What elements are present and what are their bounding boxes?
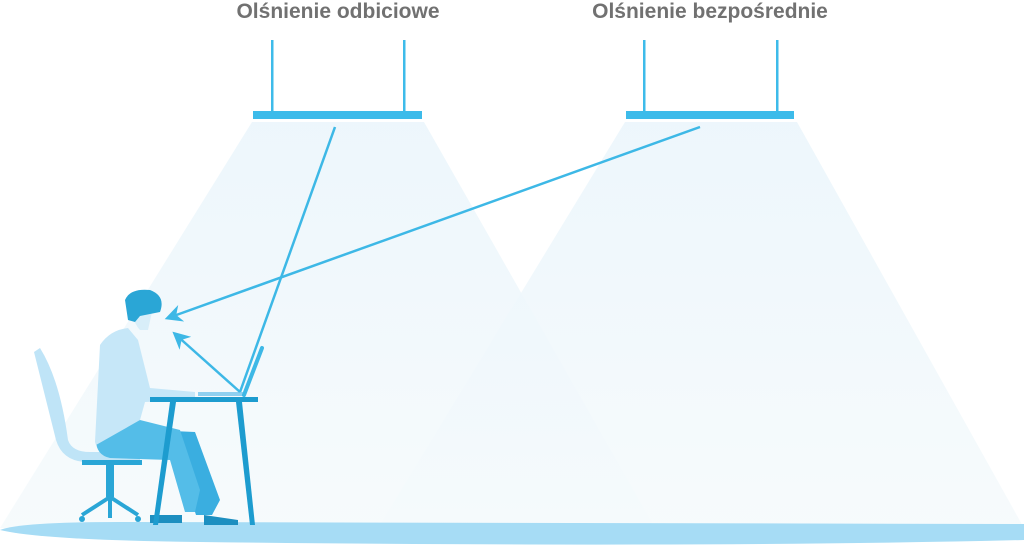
lamp-left (253, 40, 422, 119)
lamp-right (626, 40, 794, 119)
reflected-glare-label: Olśnienie odbiciowe (236, 0, 440, 23)
desk (150, 397, 258, 525)
chair (34, 348, 142, 522)
reflected-incident-ray (238, 126, 337, 393)
reflected-glare-arrow (172, 331, 241, 393)
direct-glare-label: Olśnienie bezpośrednie (592, 0, 828, 23)
direct-glare-arrow (164, 125, 701, 322)
light-cone-right (378, 122, 1024, 528)
laptop (198, 346, 264, 397)
floor (0, 522, 1024, 545)
